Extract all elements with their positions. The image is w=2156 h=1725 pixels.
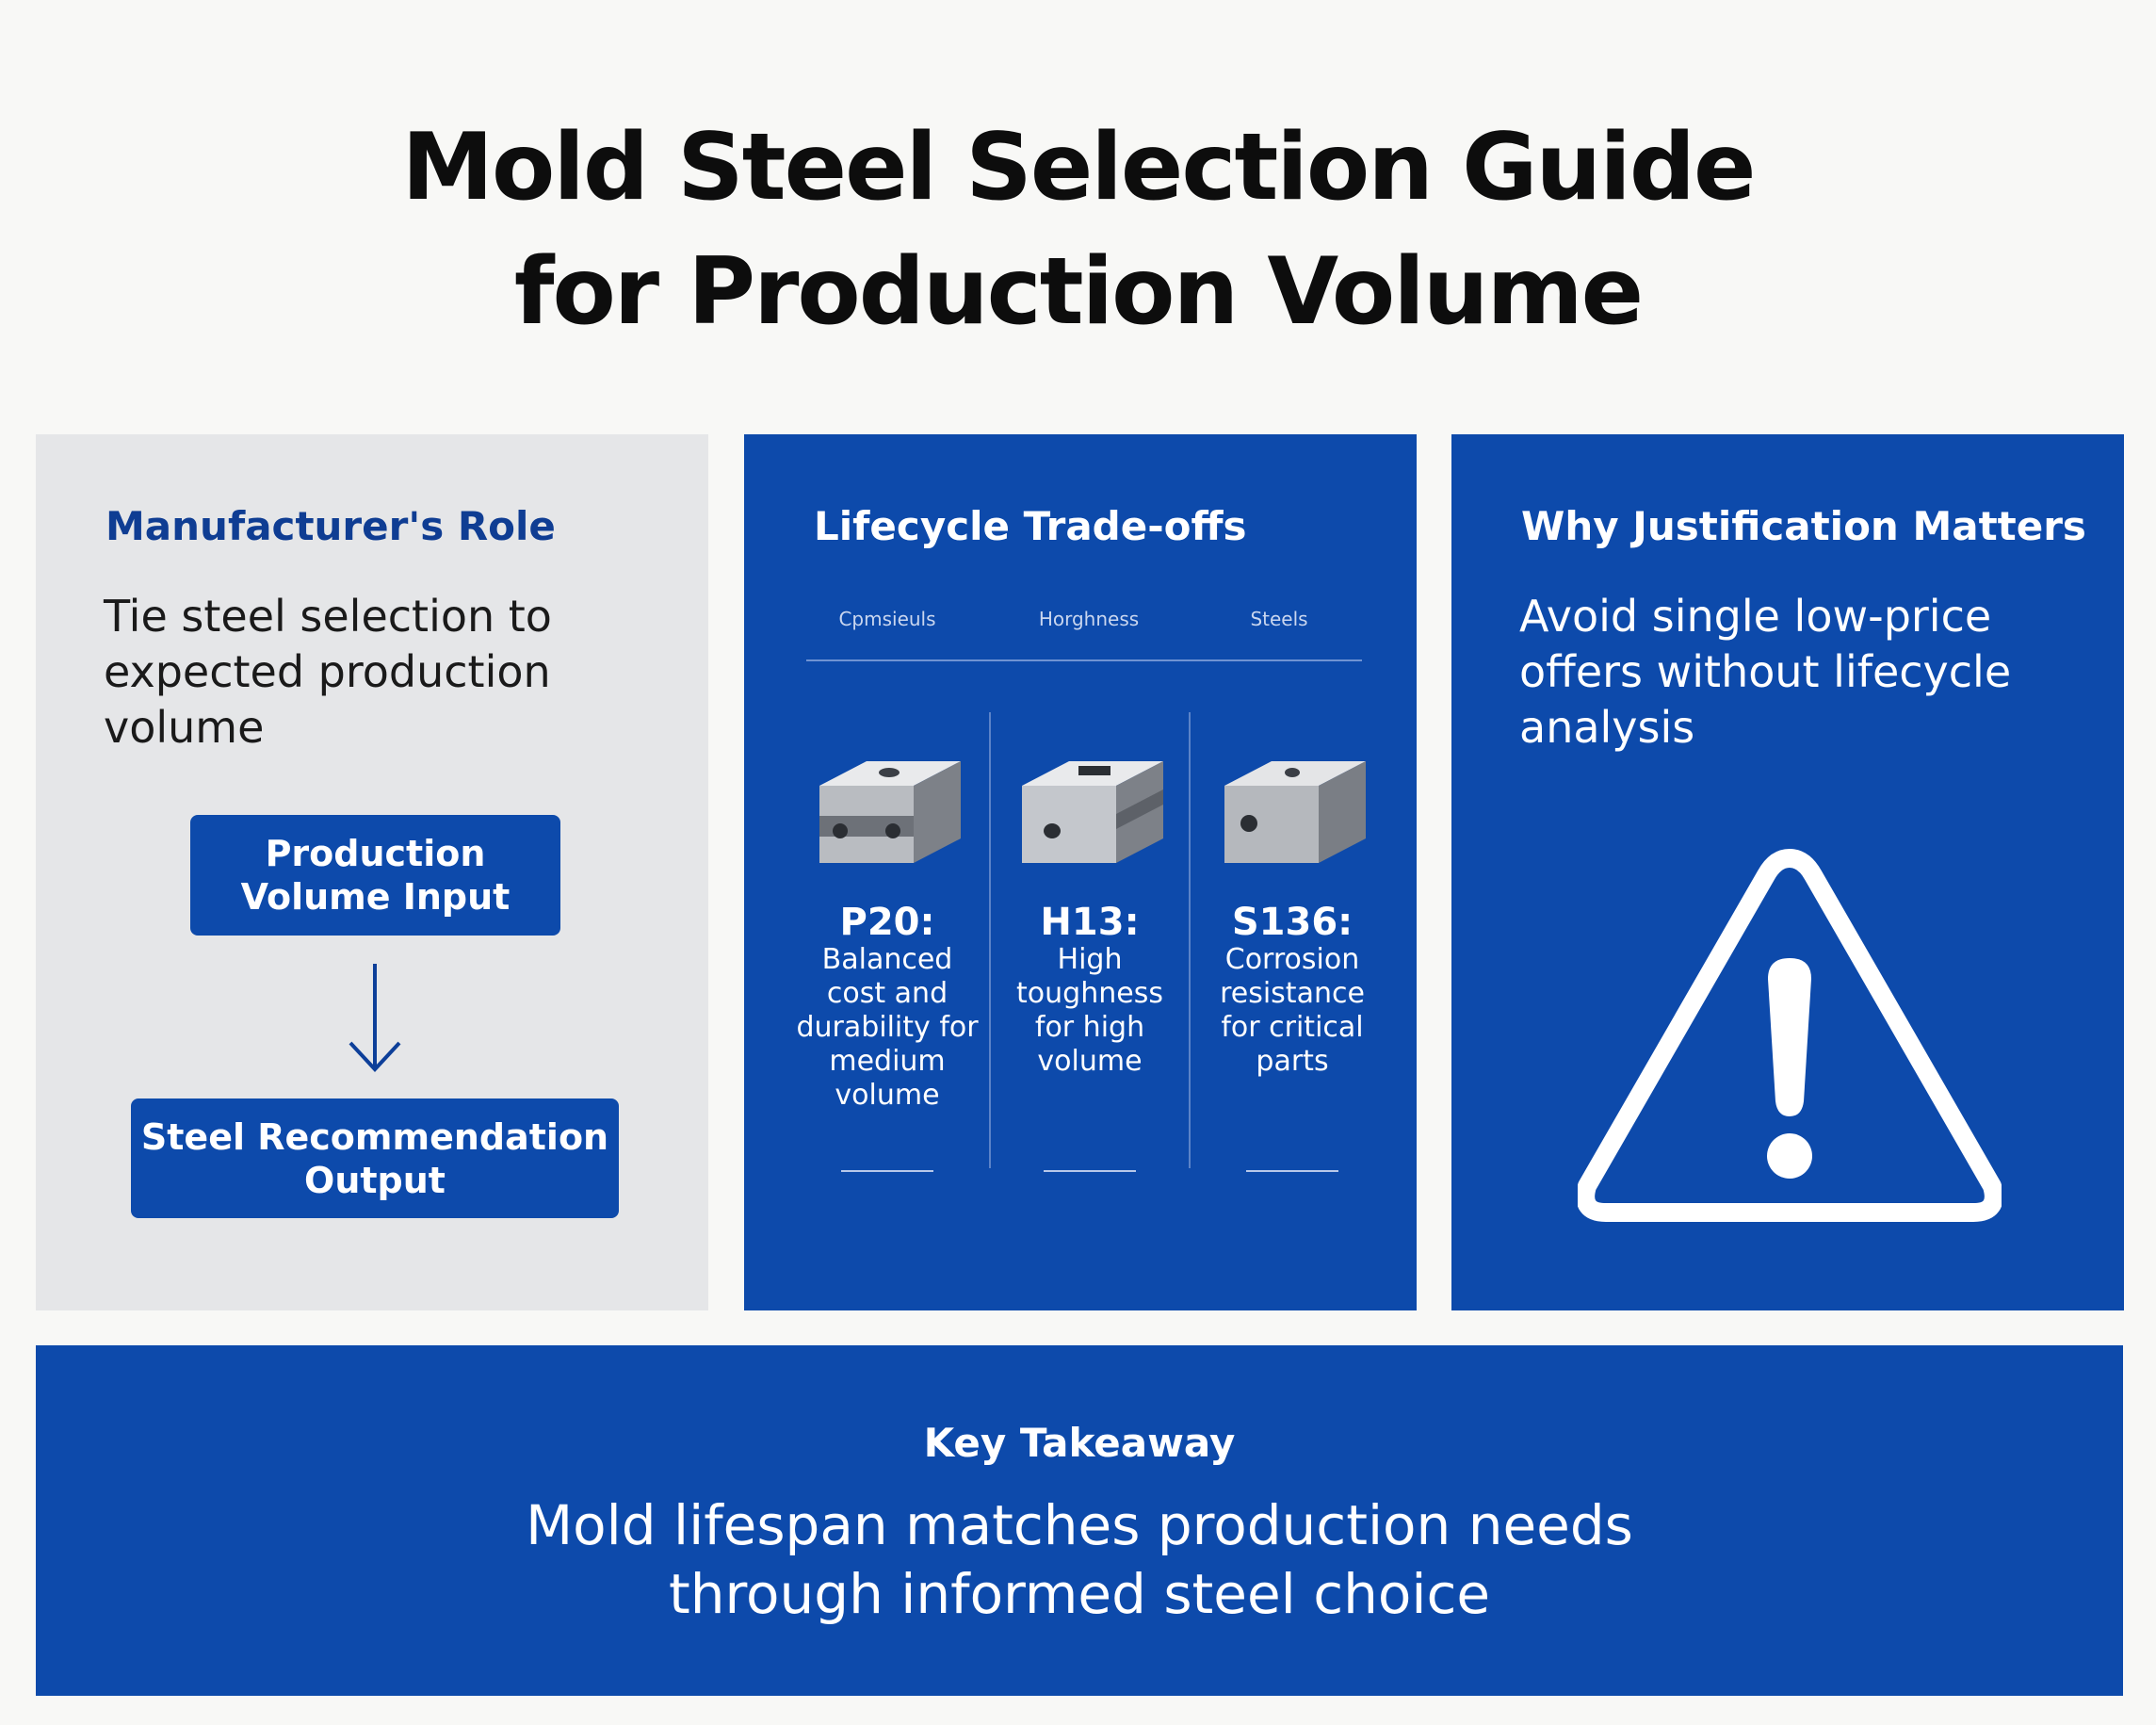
production-volume-input-box: Production Volume Input bbox=[190, 815, 560, 936]
steel-rule-s136 bbox=[1246, 1170, 1338, 1172]
key-takeaway-panel: Key Takeaway Mold lifespan matches produ… bbox=[36, 1345, 2123, 1696]
justification-heading: Why Justification Matters bbox=[1521, 503, 2086, 549]
manufacturer-role-text: Tie steel selection to expected producti… bbox=[104, 591, 552, 753]
production-volume-input-label: Production Volume Input bbox=[240, 833, 511, 918]
steel-recommendation-output-label: Steel Recommendation Output bbox=[140, 1115, 609, 1201]
lifecycle-heading: Lifecycle Trade-offs bbox=[814, 503, 1247, 549]
steel-desc-p20: Balanced cost and durability for medium … bbox=[796, 943, 979, 1112]
manufacturer-role-heading: Manufacturer's Role bbox=[105, 503, 556, 549]
steel-desc-s136: Corrosion resistance for critical parts bbox=[1220, 943, 1365, 1078]
lifecycle-panel: Lifecycle Trade-offs Cpmsieuls Horghness… bbox=[744, 434, 1417, 1310]
manufacturer-role-panel: Manufacturer's Role Tie steel selection … bbox=[36, 434, 708, 1310]
steel-block-icon bbox=[1022, 761, 1163, 863]
justification-panel: Why Justification Matters Avoid single l… bbox=[1451, 434, 2124, 1310]
column-header-2: Horghness bbox=[1038, 608, 1140, 630]
warning-icon bbox=[1578, 849, 2002, 1222]
steel-rule-h13 bbox=[1044, 1170, 1136, 1172]
key-takeaway-line-1: Mold lifespan matches production needs bbox=[526, 1493, 1633, 1557]
key-takeaway-heading: Key Takeaway bbox=[923, 1420, 1236, 1466]
down-arrow-icon bbox=[349, 964, 401, 1072]
steel-recommendation-output-box: Steel Recommendation Output bbox=[131, 1098, 619, 1218]
steel-name-s136: S136: bbox=[1231, 901, 1354, 944]
steel-block-icon bbox=[1224, 761, 1366, 863]
column-header-1: Cpmsieuls bbox=[838, 608, 936, 630]
key-takeaway-text: Mold lifespan matches production needs t… bbox=[36, 1491, 2123, 1629]
steel-name-p20: P20: bbox=[839, 901, 935, 944]
page-title: Mold Steel Selection Guide for Productio… bbox=[0, 106, 2156, 354]
steel-block-icon bbox=[819, 761, 961, 863]
column-header-3: Steels bbox=[1250, 608, 1308, 630]
steel-desc-h13: High toughness for high volume bbox=[1016, 943, 1163, 1078]
column-divider-2 bbox=[1189, 712, 1191, 1168]
title-line-2: for Production Volume bbox=[513, 238, 1644, 346]
steel-rule-p20 bbox=[841, 1170, 933, 1172]
title-line-1: Mold Steel Selection Guide bbox=[401, 114, 1756, 221]
column-divider-1 bbox=[989, 712, 991, 1168]
justification-text: Avoid single low-price offers without li… bbox=[1519, 591, 2012, 753]
header-divider bbox=[806, 659, 1362, 661]
steel-name-h13: H13: bbox=[1040, 901, 1140, 944]
key-takeaway-line-2: through informed steel choice bbox=[668, 1562, 1491, 1626]
